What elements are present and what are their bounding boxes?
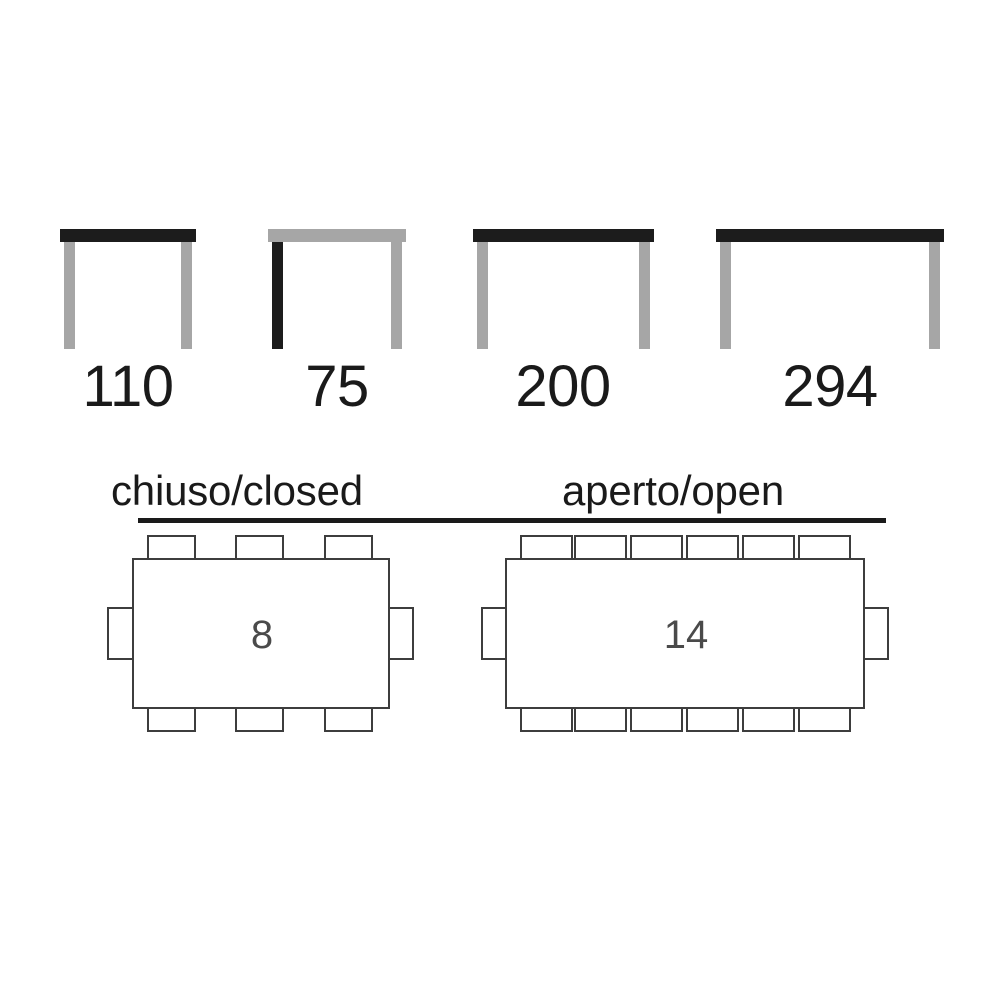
table-leg-right (929, 242, 940, 349)
table-top-bar (268, 229, 406, 242)
section-divider-rule (138, 518, 886, 523)
seat-top (742, 535, 795, 560)
table-surface-open (505, 558, 865, 709)
table-leg-right (181, 242, 192, 349)
seat-right (862, 607, 889, 660)
dimension-label-75: 75 (305, 354, 369, 419)
dimension-label-110: 110 (82, 354, 174, 419)
seat-bottom (574, 707, 627, 732)
seat-top (574, 535, 627, 560)
elevation-figure-110 (60, 229, 196, 349)
dimension-label-200: 200 (515, 354, 611, 419)
seat-top (630, 535, 683, 560)
seat-top (235, 535, 284, 560)
seat-top (686, 535, 739, 560)
table-leg-left (64, 242, 75, 349)
seat-bottom (324, 707, 373, 732)
caption-chiuso-closed: chiuso/closed (111, 467, 363, 514)
seat-left (481, 607, 508, 660)
table-leg-left (477, 242, 488, 349)
seat-bottom (520, 707, 573, 732)
seat-right (387, 607, 414, 660)
seat-count-open: 14 (663, 613, 709, 657)
seat-left (107, 607, 134, 660)
table-surface-closed (132, 558, 390, 709)
elevation-figure-294 (716, 229, 944, 349)
caption-aperto-open: aperto/open (562, 467, 784, 514)
table-top-bar (60, 229, 196, 242)
seat-bottom (630, 707, 683, 732)
table-leg-left (720, 242, 731, 349)
seat-top (147, 535, 196, 560)
table-top-bar (473, 229, 654, 242)
table-top-bar (716, 229, 944, 242)
seat-count-closed: 8 (250, 613, 274, 657)
seat-bottom (686, 707, 739, 732)
table-leg-right (639, 242, 650, 349)
seat-bottom (147, 707, 196, 732)
table-leg-right (391, 242, 402, 349)
dimension-label-294: 294 (782, 354, 878, 419)
elevation-figure-75 (268, 229, 406, 349)
table-leg-left (272, 242, 283, 349)
seat-top (520, 535, 573, 560)
seat-bottom (235, 707, 284, 732)
seat-bottom (798, 707, 851, 732)
seat-top (324, 535, 373, 560)
seat-top (798, 535, 851, 560)
seat-bottom (742, 707, 795, 732)
elevation-figure-200 (473, 229, 654, 349)
